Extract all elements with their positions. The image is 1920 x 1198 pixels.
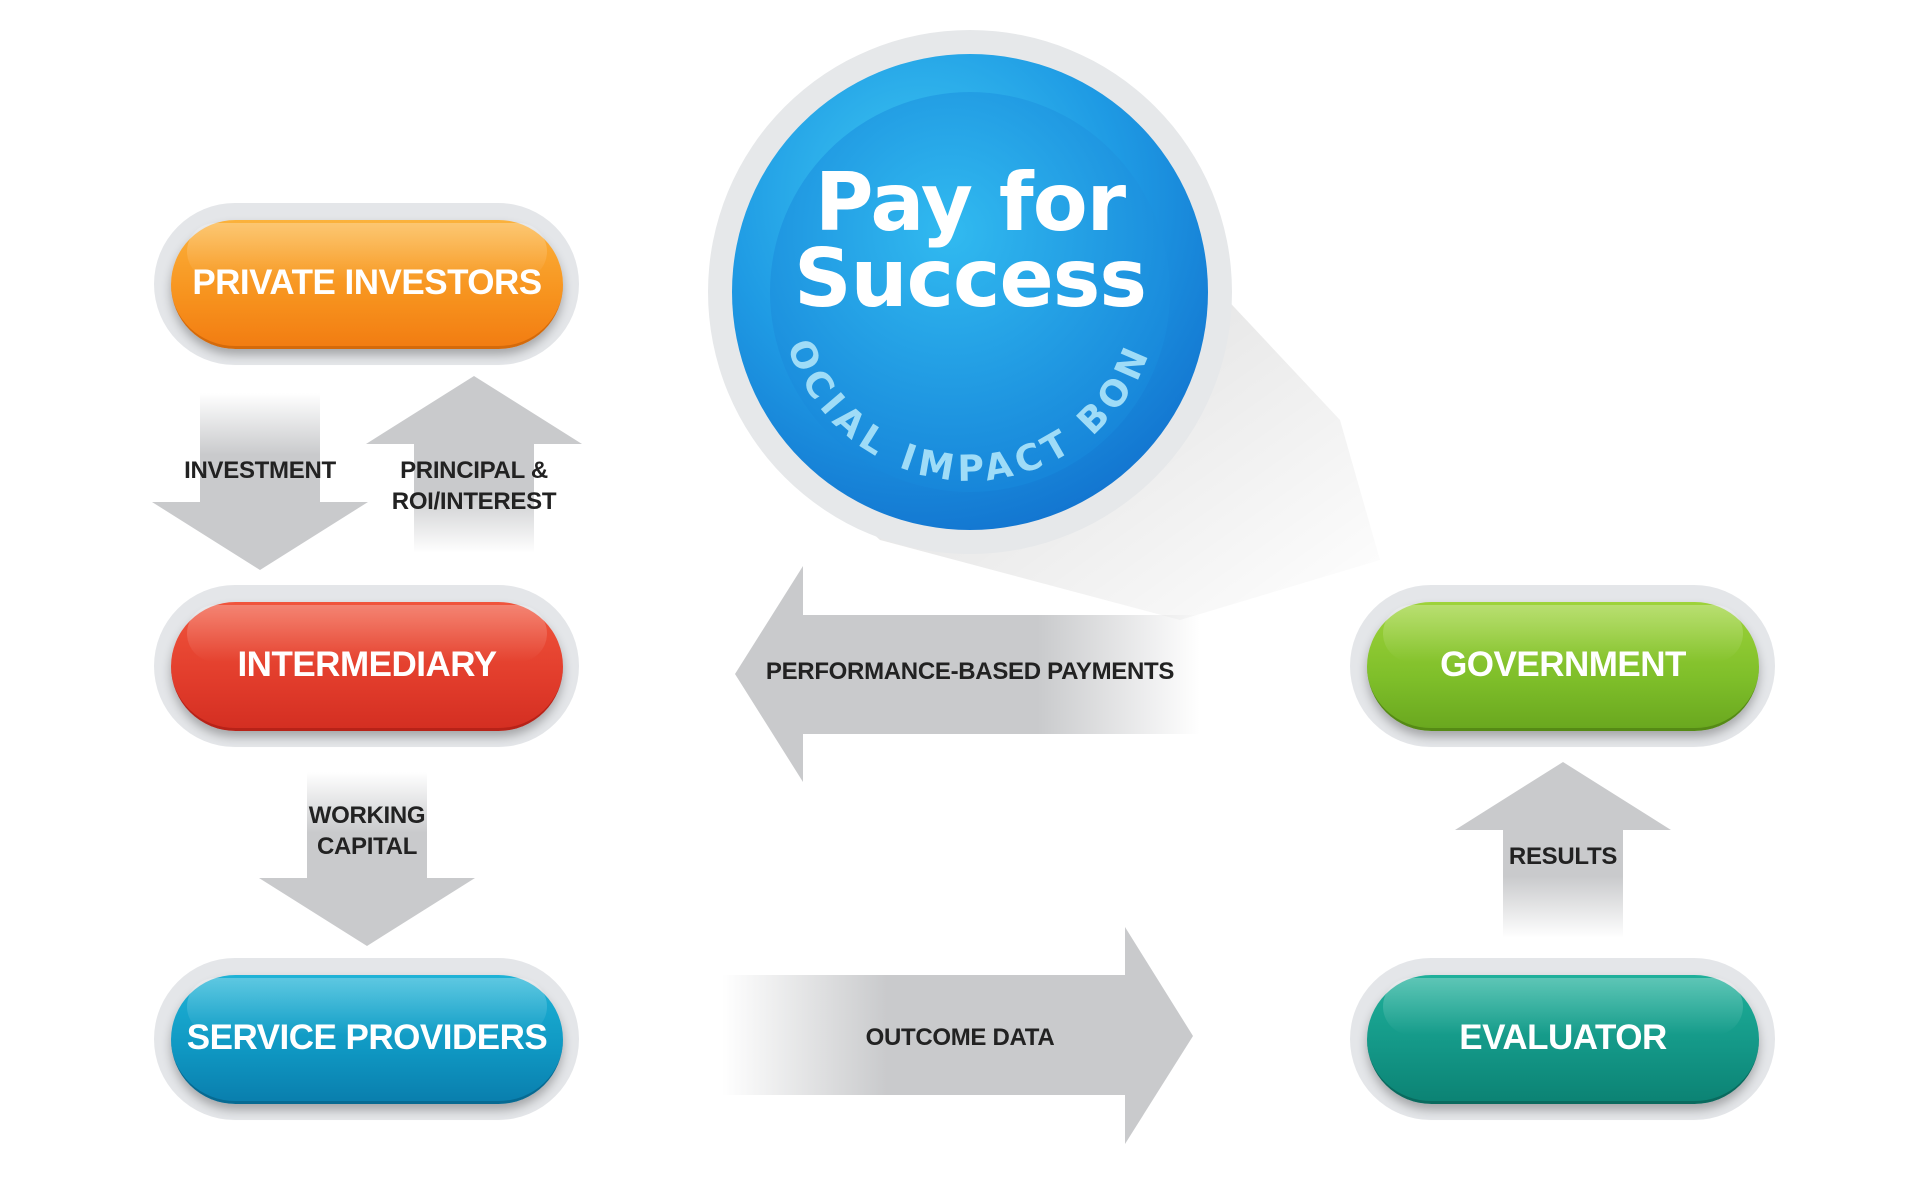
private-investors-label: PRIVATE INVESTORS [192,263,542,302]
results-label: RESULTS [1508,843,1618,870]
service-providers-node: SERVICE PROVIDERS [171,975,563,1104]
outcome-data-label: OUTCOME DATA [865,1024,1055,1051]
working-capital-line-2: CAPITAL [316,833,418,860]
government-node: GOVERNMENT [1367,602,1759,731]
investment-label: INVESTMENT [184,457,336,484]
center-circle-inner [770,92,1170,492]
performance-payments-label: PERFORMANCE-BASED PAYMENTS [765,658,1175,685]
evaluator-node: EVALUATOR [1367,975,1759,1104]
principal-line-2: ROI/INTEREST [391,488,557,515]
private-investors-node: PRIVATE INVESTORS [171,220,563,349]
service-providers-label: SERVICE PROVIDERS [186,1018,548,1057]
intermediary-label: INTERMEDIARY [237,645,497,684]
working-capital-line-1: WORKING [308,802,426,829]
working-capital-arrow [259,772,475,946]
investment-arrow [152,393,368,570]
evaluator-label: EVALUATOR [1459,1018,1667,1057]
principal-roi-label: PRINCIPAL & ROI/INTEREST [364,455,584,517]
outcome-data-arrow [722,927,1193,1144]
title-line-2: Success [794,232,1147,325]
performance-payments-arrow [735,566,1200,782]
government-label: GOVERNMENT [1440,645,1686,684]
principal-line-1: PRINCIPAL & [400,457,548,484]
principal-roi-arrow [366,376,582,553]
pay-for-success-title: Pay for Success [760,156,1180,325]
intermediary-node: INTERMEDIARY [171,602,563,731]
results-arrow [1455,762,1671,938]
working-capital-label: WORKING CAPITAL [267,800,467,862]
title-line-1: Pay for [814,156,1126,249]
